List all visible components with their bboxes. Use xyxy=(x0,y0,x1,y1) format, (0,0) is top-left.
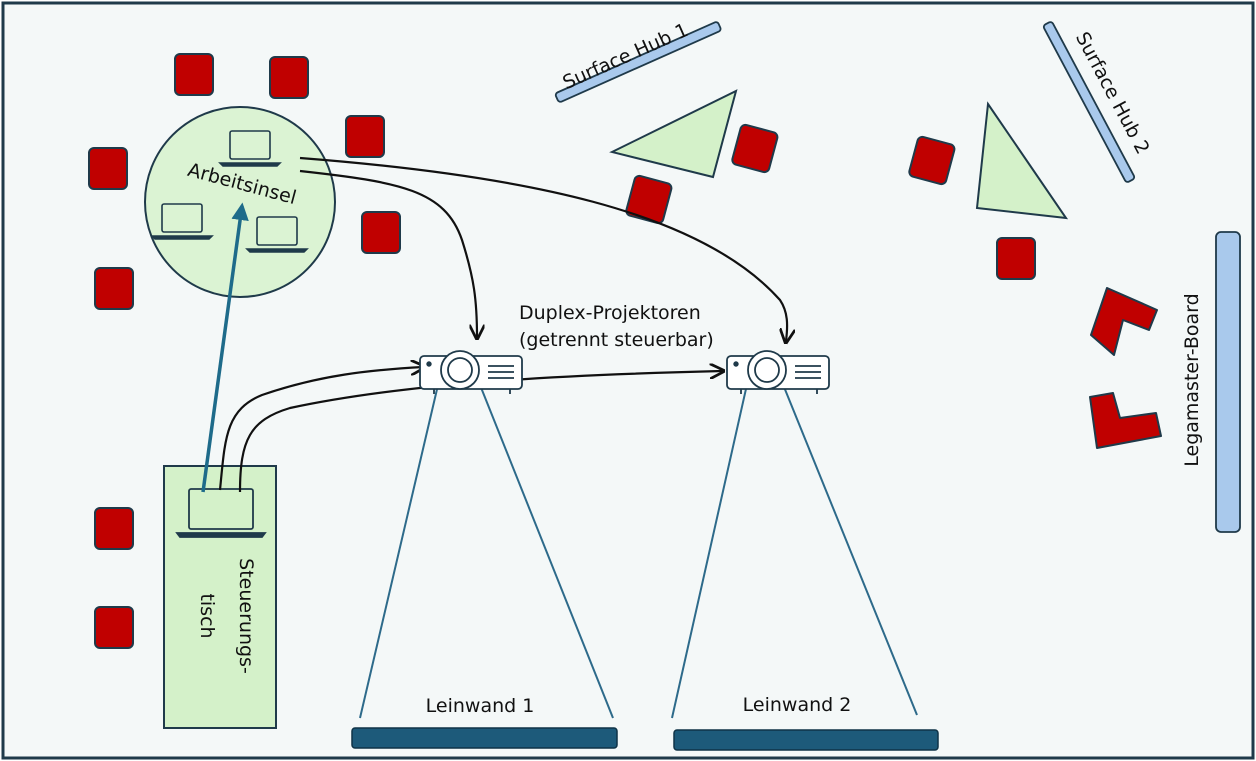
steuerungstisch-label-line1: Steuerungs- xyxy=(235,558,257,674)
leinwand-1-label: Leinwand 1 xyxy=(426,695,535,717)
chairs xyxy=(88,53,1036,649)
leinwand-2 xyxy=(673,729,939,751)
arrow-control-to-island xyxy=(201,202,249,493)
arrow-control-to-projector-2 xyxy=(238,371,722,493)
chair xyxy=(731,123,779,174)
chair xyxy=(88,147,128,190)
hub-1-stand xyxy=(609,89,738,179)
laptop-icon xyxy=(245,216,309,253)
legamaster-board xyxy=(1215,231,1241,533)
chair xyxy=(94,606,134,649)
steuerungstisch-label: Steuerungs- tisch xyxy=(196,558,257,674)
projector-icon xyxy=(726,350,830,394)
lounge-chairs xyxy=(1089,287,1162,449)
leinwand-2-label: Leinwand 2 xyxy=(743,694,852,716)
hub-2-stand xyxy=(975,101,1069,220)
arrow-island-to-projector-1 xyxy=(299,169,477,337)
laptop-icon xyxy=(218,130,282,167)
signal-arrows xyxy=(218,156,787,493)
chair xyxy=(996,237,1036,280)
chair xyxy=(361,211,401,254)
projectors-label-line2: (getrennt steuerbar) xyxy=(519,329,714,351)
chair xyxy=(269,56,309,99)
laptop-icon xyxy=(175,488,267,538)
arrow-island-to-projector-2 xyxy=(299,156,787,341)
lounge-chair xyxy=(1089,392,1162,449)
chair xyxy=(94,507,134,550)
chair xyxy=(174,53,214,96)
projector-beams xyxy=(359,379,918,719)
legamaster-board-label: Legamaster-Board xyxy=(1181,293,1203,466)
surface-hub-2 xyxy=(1042,21,1136,183)
arrow-control-to-projector-1 xyxy=(218,367,423,491)
leinwand-1 xyxy=(351,727,618,749)
chair xyxy=(625,174,673,225)
laptop-icon xyxy=(150,203,214,240)
lounge-chair xyxy=(1090,287,1158,356)
chair xyxy=(345,115,385,158)
chair xyxy=(94,267,134,310)
steuerungstisch-label-line2: tisch xyxy=(196,593,218,638)
projectors-label-line1: Duplex-Projektoren xyxy=(519,302,701,324)
projector-icon xyxy=(419,350,523,394)
chair xyxy=(908,135,956,186)
surface-hub-1 xyxy=(554,21,722,103)
